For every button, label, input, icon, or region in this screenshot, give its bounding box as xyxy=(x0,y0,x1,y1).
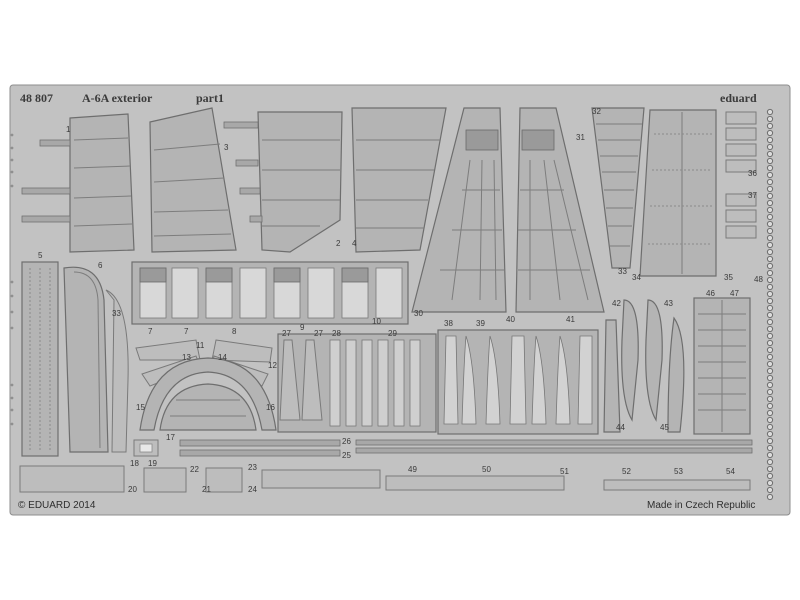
part-number-44: 44 xyxy=(616,423,625,432)
arch-15-16 xyxy=(139,357,277,431)
part-number-39: 39 xyxy=(476,319,485,328)
part-number-46: 46 xyxy=(706,289,715,298)
origin-text: Made in Czech Republic xyxy=(647,500,755,511)
panel-30 xyxy=(411,107,507,313)
part-number-22: 22 xyxy=(190,465,199,474)
part-number-41: 41 xyxy=(566,315,575,324)
part-number-49: 49 xyxy=(408,465,417,474)
part-number-10: 10 xyxy=(372,317,381,326)
part-number-24: 24 xyxy=(248,485,257,494)
part-number-27: 27 xyxy=(282,329,291,338)
parts-37 xyxy=(725,193,757,239)
chain-strip-48 xyxy=(766,108,774,501)
set-title: A-6A exterior xyxy=(82,91,153,105)
part-number-28: 28 xyxy=(332,329,341,338)
panel-31 xyxy=(515,107,605,313)
part-number-43: 43 xyxy=(664,299,673,308)
part-number-14: 14 xyxy=(218,353,227,362)
part-number-7: 7 xyxy=(148,327,153,336)
part-number-29: 29 xyxy=(388,329,397,338)
part-number-53: 53 xyxy=(674,467,683,476)
strip-5 xyxy=(21,261,59,457)
part-number-2: 2 xyxy=(336,239,341,248)
brand-logo: eduard xyxy=(720,91,757,105)
part-number-30: 30 xyxy=(414,309,423,318)
part-17-18 xyxy=(133,439,159,457)
part-number-16: 16 xyxy=(266,403,275,412)
part-number-51: 51 xyxy=(560,467,569,476)
part-number-8: 8 xyxy=(232,327,237,336)
parts-42-45 xyxy=(603,299,685,433)
arch-6 xyxy=(63,266,109,453)
part-number-23: 23 xyxy=(248,463,257,472)
part-number-47: 47 xyxy=(730,289,739,298)
part-number-4: 4 xyxy=(352,239,357,248)
part-number-21: 21 xyxy=(202,485,211,494)
part-number-27: 27 xyxy=(314,329,323,338)
copyright-text: © EDUARD 2014 xyxy=(18,500,96,511)
part-number-33: 33 xyxy=(618,267,627,276)
part-number-19: 19 xyxy=(148,459,157,468)
part-number-15: 15 xyxy=(136,403,145,412)
part-number-7: 7 xyxy=(184,327,189,336)
panel-2 xyxy=(223,111,343,253)
part-number-52: 52 xyxy=(622,467,631,476)
part-number-54: 54 xyxy=(726,467,735,476)
part-number-50: 50 xyxy=(482,465,491,474)
part-number-11: 11 xyxy=(196,341,205,350)
parts-27-29 xyxy=(277,333,437,433)
part-number-33: 33 xyxy=(112,309,121,318)
part-number-36: 36 xyxy=(748,169,757,178)
part-number-26: 26 xyxy=(342,437,351,446)
bars-25-26 xyxy=(179,439,753,457)
arch-33 xyxy=(105,289,129,453)
set-number: 48 807 xyxy=(20,91,53,105)
part-number-17: 17 xyxy=(166,433,175,442)
part-number-13: 13 xyxy=(182,353,191,362)
part-label: part1 xyxy=(196,91,224,105)
part-number-45: 45 xyxy=(660,423,669,432)
part-number-48: 48 xyxy=(754,275,763,284)
part-number-34: 34 xyxy=(632,273,641,282)
part-number-38: 38 xyxy=(444,319,453,328)
panel-34-35 xyxy=(639,109,717,277)
panel-1 xyxy=(21,113,135,253)
part-number-42: 42 xyxy=(612,299,621,308)
bottom-parts xyxy=(19,465,751,493)
strip-10 xyxy=(131,261,409,325)
panel-4 xyxy=(351,107,447,253)
part-number-20: 20 xyxy=(128,485,137,494)
panel-32-33 xyxy=(591,107,645,269)
part-number-1: 1 xyxy=(66,125,71,134)
part-number-37: 37 xyxy=(748,191,757,200)
part-number-18: 18 xyxy=(130,459,139,468)
part-number-40: 40 xyxy=(506,315,515,324)
part-number-5: 5 xyxy=(38,251,43,260)
part-number-25: 25 xyxy=(342,451,351,460)
part-number-31: 31 xyxy=(576,133,585,142)
part-number-12: 12 xyxy=(268,361,277,370)
part-number-35: 35 xyxy=(724,273,733,282)
part-number-9: 9 xyxy=(300,323,305,332)
part-number-32: 32 xyxy=(592,107,601,116)
parts-46-47 xyxy=(693,297,751,435)
parts-36 xyxy=(725,111,757,173)
part-number-6: 6 xyxy=(98,261,103,270)
left-edge-holes xyxy=(10,133,14,426)
panel-3 xyxy=(149,107,237,253)
part-number-3: 3 xyxy=(224,143,229,152)
parts-38-41 xyxy=(437,329,599,435)
